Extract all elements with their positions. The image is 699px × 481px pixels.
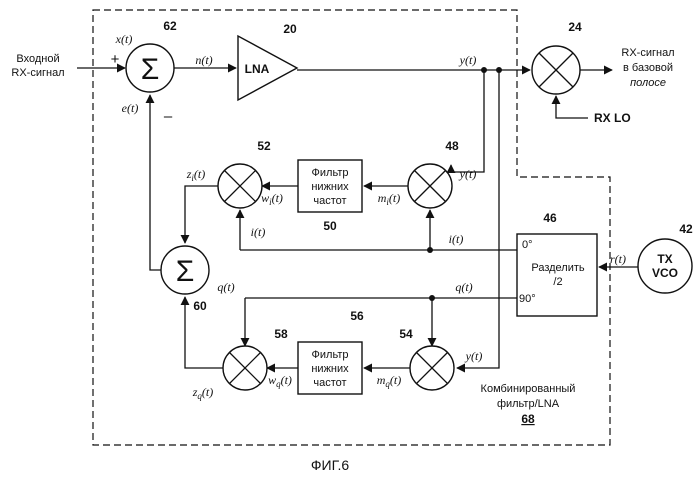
ref-24: 24: [568, 20, 582, 34]
input-label-1: Входной: [16, 53, 59, 65]
zi-label: zi(t): [186, 167, 206, 183]
x-label: x(t): [115, 32, 133, 46]
y-top-label: y(t): [459, 53, 477, 67]
combined-ref: 68: [521, 412, 535, 426]
ref-60: 60: [193, 299, 207, 313]
ref-54: 54: [399, 327, 413, 341]
lpf-56-label-2: нижних: [311, 363, 349, 375]
mi-label: mi(t): [378, 191, 401, 207]
y54-label: y(t): [465, 349, 483, 363]
output-label-2: в базовой: [623, 62, 673, 74]
minus-sign: –: [164, 108, 173, 125]
lpf-50-label-1: Фильтр: [312, 167, 349, 179]
y-to-48-wire: [451, 70, 484, 172]
figure-caption: ФИГ.6: [311, 457, 349, 473]
input-label-2: RX-сигнал: [11, 67, 64, 79]
output-label-3: полосе: [630, 77, 666, 89]
vco-label-1: TX: [657, 252, 672, 266]
ref-48: 48: [445, 139, 459, 153]
vco-label-2: VCO: [652, 266, 678, 280]
r-label: r(t): [610, 252, 626, 266]
wi-label: wi(t): [261, 191, 283, 207]
rxlo-wire: [556, 96, 588, 118]
rxlo-label: RX LO: [594, 111, 631, 125]
ref-58: 58: [274, 327, 288, 341]
divider-port-90: 90°: [519, 293, 536, 305]
ref-20: 20: [283, 22, 297, 36]
plus-sign: +: [111, 51, 120, 68]
ref-56: 56: [350, 309, 364, 323]
lpf-56-label-1: Фильтр: [312, 349, 349, 361]
output-label-1: RX-сигнал: [621, 47, 674, 59]
e-label: e(t): [122, 101, 139, 115]
lna-label: LNA: [245, 62, 270, 76]
zq-label: zq(t): [192, 385, 214, 401]
n-label: n(t): [195, 53, 212, 67]
ref-46: 46: [543, 211, 557, 225]
ref-42: 42: [679, 222, 693, 236]
mq-label: mq(t): [377, 373, 402, 389]
summer-60-symbol: Σ: [176, 255, 195, 288]
ref-52: 52: [257, 139, 271, 153]
summer-62-symbol: Σ: [141, 53, 160, 86]
divider-label-1: Разделить: [531, 262, 585, 274]
y48-label: y(t): [459, 167, 477, 181]
combined-label-1: Комбинированный: [481, 383, 576, 395]
ref-62: 62: [163, 19, 177, 33]
q-right-label: q(t): [455, 280, 472, 294]
q-left-label: q(t): [217, 280, 234, 294]
wq-label: wq(t): [268, 373, 292, 389]
lpf-56-label-3: частот: [313, 377, 346, 389]
divider-port-0: 0°: [522, 239, 533, 251]
lpf-50-label-2: нижних: [311, 181, 349, 193]
ref-50: 50: [323, 219, 337, 233]
y-to-54-wire: [457, 70, 499, 368]
lpf-50-label-3: частот: [313, 195, 346, 207]
i-left-label: i(t): [251, 225, 266, 239]
combined-label-2: фильтр/LNA: [497, 398, 560, 410]
zi-wire: [185, 186, 218, 243]
divider-label-2: /2: [553, 276, 562, 288]
e-wire: [150, 95, 161, 270]
i-right-label: i(t): [449, 232, 464, 246]
